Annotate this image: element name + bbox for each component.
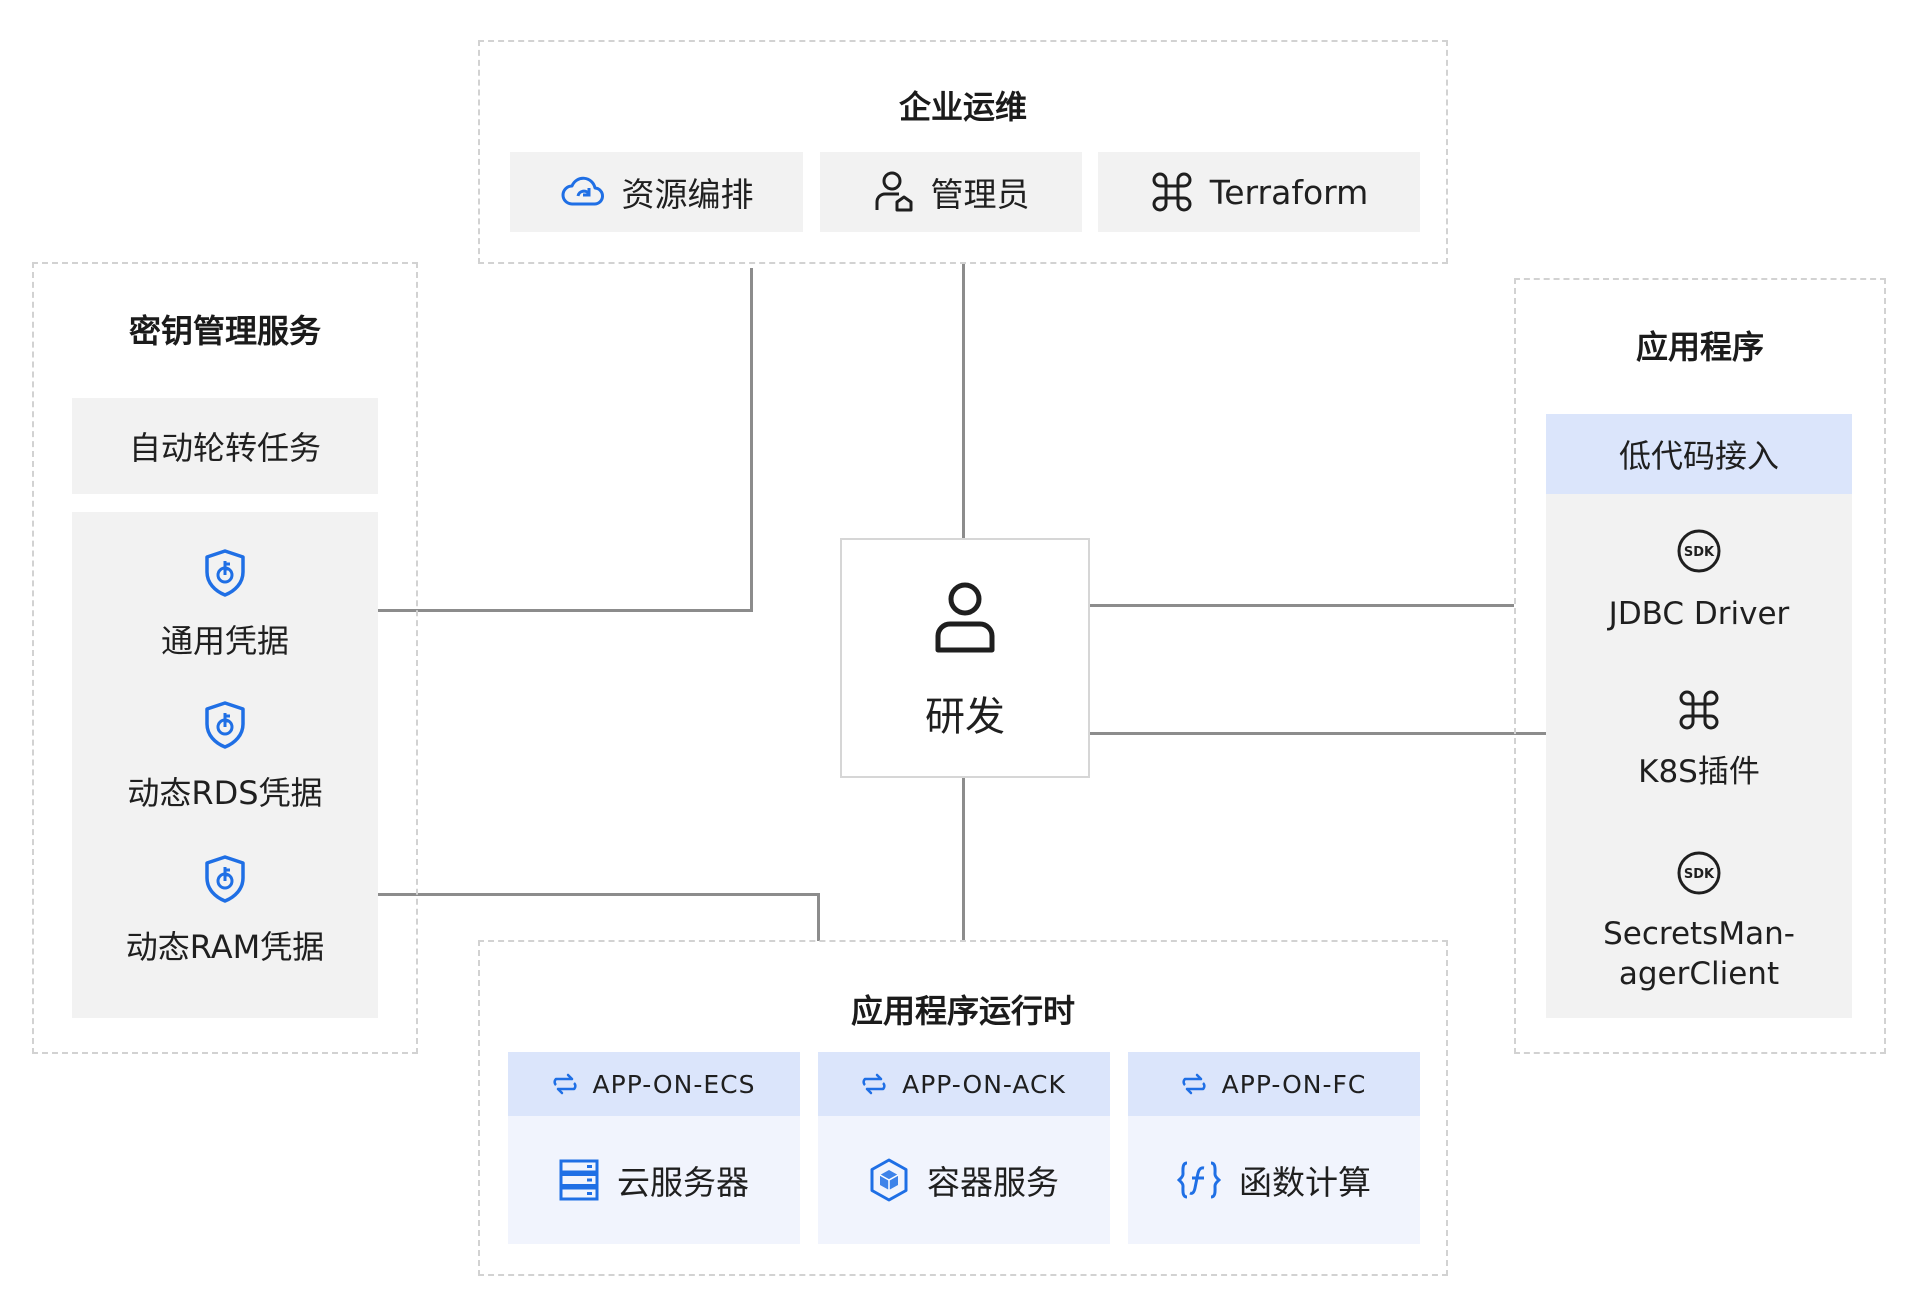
function-icon [1177,1160,1221,1200]
app-item-label: K8S插件 [1638,754,1760,790]
svg-text:SDK: SDK [1684,545,1715,560]
terraform-icon [1150,170,1194,214]
svg-text:SDK: SDK [1684,867,1715,882]
plugin-icon [1546,688,1852,736]
runtime-head-fc: APP-ON-FC [1128,1052,1420,1116]
connector-ops-kms-vertical [750,268,753,612]
ops-item-terraform[interactable]: Terraform [1098,152,1420,232]
runtime-head-label: APP-ON-ECS [592,1069,756,1099]
kms-rotation-task[interactable]: 自动轮转任务 [72,398,378,494]
sdk-icon: SDK [1546,850,1852,900]
credential-label: 通用凭据 [160,622,289,660]
user-icon [842,580,1088,658]
kms-credential-general[interactable]: 通用凭据 [72,548,378,668]
switch-arrows-icon [862,1073,886,1095]
container-icon [869,1158,909,1202]
shield-key-icon [72,548,378,602]
app-item-label-line1: SecretsMan- [1603,916,1795,952]
runtime-body-label: 云服务器 [617,1163,749,1202]
connector-dev-app-bottom [1088,732,1550,735]
runtime-group [478,940,1448,1276]
cloud-icon [560,174,606,210]
credential-label: 动态RDS凭据 [127,774,323,812]
shield-key-icon [72,700,378,754]
app-lowcode-header: 低代码接入 [1546,414,1852,494]
kms-credential-rds[interactable]: 动态RDS凭据 [72,700,378,820]
runtime-title: 应用程序运行时 [850,992,1075,1030]
ops-item-admin[interactable]: 管理员 [820,152,1082,232]
app-item-label: JDBC Driver [1608,596,1790,632]
app-item-secretsmanager-client[interactable]: SDK SecretsMan- agerClient [1546,850,1852,1000]
connector-dev-runtime [962,776,965,942]
runtime-ack[interactable]: 容器服务 [818,1116,1110,1244]
dev-node[interactable]: 研发 [840,538,1090,778]
runtime-fc[interactable]: 函数计算 [1128,1116,1420,1244]
app-item-label-line2: agerClient [1618,956,1780,992]
server-icon [559,1159,599,1201]
app-items-panel [1546,494,1852,1018]
runtime-head-label: APP-ON-ACK [902,1069,1066,1099]
connector-dev-app-top [1090,604,1514,607]
runtime-head-ack: APP-ON-ACK [818,1052,1110,1116]
ops-item-label: 资源编排 [621,175,754,214]
connector-kms-runtime-vertical [817,893,820,941]
connector-ops-dev [962,264,965,540]
kms-title: 密钥管理服务 [128,312,321,350]
switch-arrows-icon [1182,1073,1206,1095]
runtime-body-label: 函数计算 [1239,1163,1371,1202]
app-title: 应用程序 [1635,328,1764,366]
app-item-jdbc-driver[interactable]: SDK JDBC Driver [1546,528,1852,638]
admin-user-icon [873,170,915,214]
app-group [1514,278,1886,1054]
dev-label: 研发 [925,694,1005,740]
kms-credential-ram[interactable]: 动态RAM凭据 [72,854,378,974]
connector-kms-runtime-horizontal [378,893,820,896]
runtime-body-label: 容器服务 [927,1163,1059,1202]
credential-label: 动态RAM凭据 [125,928,325,966]
ops-title: 企业运维 [898,88,1027,126]
runtime-ecs[interactable]: 云服务器 [508,1116,800,1244]
connector-ops-kms-horizontal [370,609,753,612]
ops-item-resource-orchestration[interactable]: 资源编排 [510,152,803,232]
app-item-k8s-plugin[interactable]: K8S插件 [1546,688,1852,798]
runtime-head-ecs: APP-ON-ECS [508,1052,800,1116]
sdk-icon: SDK [1546,528,1852,578]
runtime-head-label: APP-ON-FC [1221,1069,1367,1099]
ops-group [478,40,1448,264]
ops-item-label: 管理员 [930,175,1030,214]
switch-arrows-icon [552,1073,577,1095]
kms-group [32,262,418,1054]
ops-item-label: Terraform [1209,172,1369,212]
shield-key-icon [72,854,378,908]
